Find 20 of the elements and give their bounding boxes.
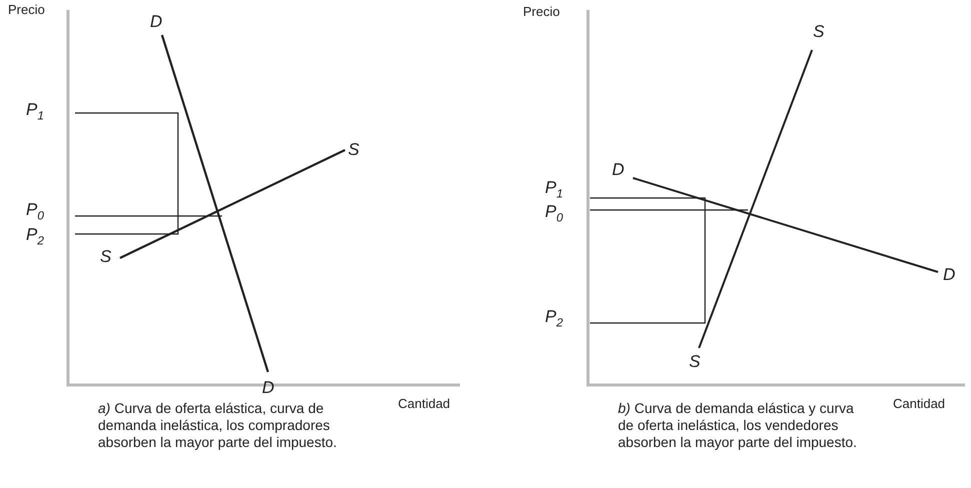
curve-label: D — [150, 12, 162, 32]
axis-label: Precio — [8, 3, 45, 18]
caption-text: b) Curva de demanda elástica y curva de oferta inelástica, los vendedores absorben la mayor parte del impuesto. — [618, 400, 858, 450]
price-label: P$_{1}$ — [26, 100, 44, 124]
axis-label: Precio — [523, 5, 560, 20]
price-label: P$_{2}$ — [545, 307, 563, 330]
curve-label: D — [612, 160, 624, 180]
caption-text: a) Curva de oferta elástica, curva de demanda inelástica, los compradores absorben la mayor parte del impuesto. — [98, 400, 338, 450]
price-label: P$_{0}$ — [545, 202, 563, 226]
price-label: P$_{2}$ — [26, 225, 44, 248]
price-label: P$_{1}$ — [545, 178, 563, 202]
curve-label: S — [813, 22, 824, 42]
curve-label: S — [348, 140, 360, 160]
curve-label: D — [943, 265, 956, 285]
axis-label: Cantidad — [398, 397, 450, 412]
price-label: P$_{0}$ — [26, 200, 44, 224]
curve-label: S — [100, 247, 112, 267]
curve-label: S — [689, 352, 700, 372]
axis-label: Cantidad — [893, 397, 946, 412]
curve-label: D — [262, 378, 274, 398]
